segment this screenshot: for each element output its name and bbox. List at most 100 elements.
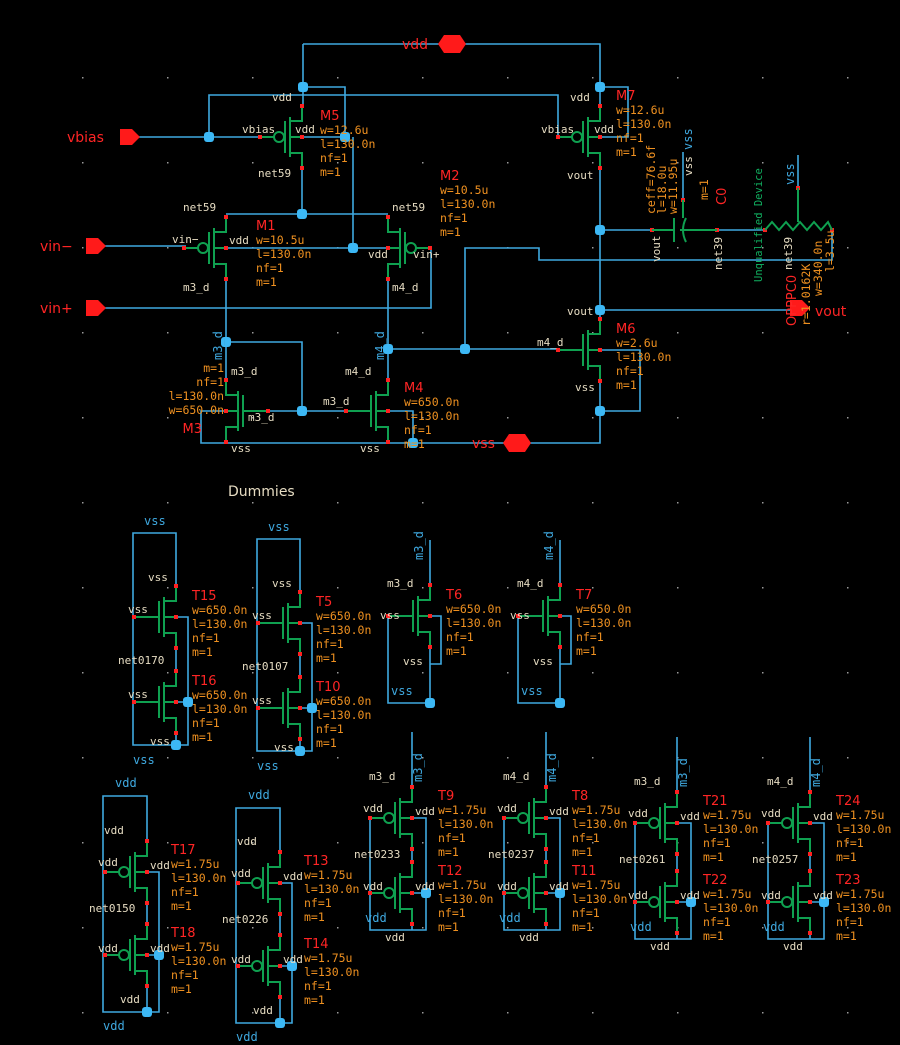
- pin-vdd-shape[interactable]: [438, 35, 466, 53]
- instance-param: m=1: [572, 920, 593, 934]
- transistor-t18-symbol[interactable]: [103, 922, 149, 988]
- pin-vss-shape[interactable]: [503, 434, 531, 452]
- wire-dummy-t21[interactable]: [634, 737, 692, 940]
- terminal-dot: [598, 379, 602, 383]
- transistor-t13-symbol[interactable]: [236, 850, 282, 916]
- wire-net-label: vss: [391, 684, 413, 698]
- transistor-t5-symbol[interactable]: [256, 590, 302, 656]
- instance-param: nf=1: [438, 831, 466, 845]
- transistor-t15-symbol[interactable]: [132, 584, 178, 650]
- resistor-opppc0-symbol[interactable]: [764, 188, 833, 232]
- grid-dot: [847, 332, 849, 334]
- grid-dot: [592, 502, 594, 504]
- pin-vin-minus-shape[interactable]: [86, 238, 106, 254]
- wire-dummy-t5[interactable]: [256, 538, 313, 752]
- net-label: net39: [712, 237, 725, 270]
- gate-bubble-icon: [781, 896, 793, 908]
- pin-vout-shape[interactable]: [790, 300, 810, 316]
- terminal-dot: [236, 881, 240, 885]
- wire-m3d[interactable]: [225, 279, 346, 412]
- wire-net59[interactable]: [226, 168, 388, 215]
- wire-m4d[interactable]: [387, 230, 833, 380]
- transistor-t11-symbol[interactable]: [502, 860, 548, 926]
- transistor-m5-symbol[interactable]: [258, 104, 304, 170]
- transistor-t8-symbol[interactable]: [502, 785, 548, 851]
- wire-vbias[interactable]: [138, 94, 559, 138]
- wire-dummy-t24[interactable]: [767, 737, 825, 940]
- wire-net-label: m4_d: [373, 331, 387, 360]
- net-label: vdd: [363, 880, 383, 893]
- transistor-t21-symbol[interactable]: [633, 790, 679, 856]
- wire-dummy-t15[interactable]: [132, 532, 189, 746]
- terminal-dot: [256, 706, 260, 710]
- junction-dot: [555, 698, 565, 708]
- terminal-dot: [675, 821, 679, 825]
- transistor-t17-symbol[interactable]: [103, 839, 149, 905]
- terminal-dot: [278, 850, 282, 854]
- wire-dummy-t9[interactable]: [369, 732, 427, 931]
- transistor-t6-symbol[interactable]: [386, 583, 432, 649]
- net-label: vout: [650, 236, 663, 263]
- net-label: vin+: [413, 248, 440, 261]
- instance-param: m=1: [446, 644, 467, 658]
- transistor-t14-symbol[interactable]: [236, 933, 282, 999]
- terminal-dot: [298, 590, 302, 594]
- grid-dot: [592, 927, 594, 929]
- net-label: vdd: [231, 867, 251, 880]
- wire-vdd-top[interactable]: [302, 43, 629, 138]
- transistor-t10-symbol[interactable]: [256, 675, 302, 741]
- grid-dot: [422, 162, 424, 164]
- wire-dummy-t6[interactable]: [387, 540, 442, 704]
- net-label: vss: [510, 609, 530, 622]
- transistor-t9-symbol[interactable]: [368, 785, 414, 851]
- transistor-t22-symbol[interactable]: [633, 869, 679, 935]
- resistor-name: OPPPC0: [785, 275, 800, 326]
- transistor-t24-symbol[interactable]: [766, 790, 812, 856]
- pin-vin-plus-shape[interactable]: [86, 300, 106, 316]
- terminal-dot: [224, 246, 228, 250]
- transistor-m7-symbol[interactable]: [556, 104, 602, 170]
- grid-dot: [847, 162, 849, 164]
- pin-vbias-shape[interactable]: [120, 129, 140, 145]
- junction-dot: [221, 337, 231, 347]
- grid-dot: [252, 1012, 254, 1014]
- transistor-t16-symbol[interactable]: [132, 669, 178, 735]
- transistor-m4-symbol[interactable]: [344, 378, 390, 444]
- grid-dot: [592, 162, 594, 164]
- net-label: vdd: [283, 870, 303, 883]
- wire-dummy-t8[interactable]: [503, 732, 561, 931]
- wire-dummy-t7[interactable]: [517, 540, 572, 704]
- instance-param: m=1: [703, 850, 724, 864]
- instance-param: l=130.0n: [572, 892, 627, 906]
- net-label: m3_d: [634, 775, 661, 788]
- transistor-m3-symbol[interactable]: [224, 378, 270, 444]
- net-label: vdd: [680, 810, 700, 823]
- grid-dot: [847, 757, 849, 759]
- junction-dot: [298, 82, 308, 92]
- instance-name-t24: T24: [835, 794, 860, 809]
- wire-vss[interactable]: [200, 349, 641, 444]
- transistor-m6-symbol[interactable]: [556, 317, 602, 383]
- wire-net-label: vdd: [763, 920, 785, 934]
- terminal-dot: [516, 614, 520, 618]
- terminal-dot: [544, 860, 548, 864]
- transistor-m1-symbol[interactable]: [182, 215, 228, 281]
- grid-dot: [847, 587, 849, 589]
- transistor-t12-symbol[interactable]: [368, 860, 414, 926]
- transistor-m2-symbol[interactable]: [386, 215, 432, 281]
- wire-vout[interactable]: [599, 168, 792, 318]
- instance-param: w=1.75u: [572, 878, 620, 892]
- terminal-dot: [236, 964, 240, 968]
- transistor-t7-symbol[interactable]: [516, 583, 562, 649]
- instance-param: l=130.0n: [836, 822, 891, 836]
- pin-vin-plus-label: vin+: [40, 301, 73, 317]
- instance-param: l=130.0n: [446, 616, 501, 630]
- terminal-dot: [132, 700, 136, 704]
- capacitor-c0-symbol[interactable]: [652, 200, 717, 243]
- wire-net-label: m3_d: [412, 531, 426, 560]
- transistor-t23-symbol[interactable]: [766, 869, 812, 935]
- instance-name-m4: M4: [404, 381, 424, 396]
- wire-bulk-m1-m2[interactable]: [226, 136, 388, 249]
- wire-vin-plus[interactable]: [104, 248, 432, 309]
